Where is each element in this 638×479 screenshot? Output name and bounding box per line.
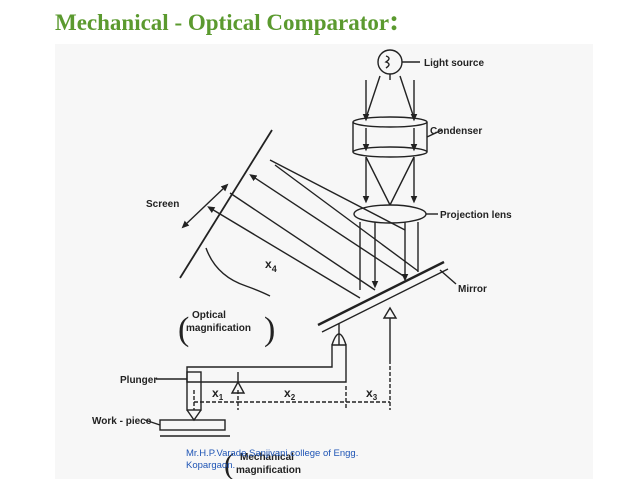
diagram-panel <box>55 44 593 479</box>
label-light-source: Light source <box>424 58 484 69</box>
label-condenser: Condenser <box>430 126 482 137</box>
label-projection-lens: Projection lens <box>440 210 512 221</box>
label-screen: Screen <box>146 199 179 210</box>
work-piece <box>159 419 230 437</box>
label-x2: x2 <box>284 386 296 402</box>
label-optical-magnification: magnification <box>186 323 251 334</box>
footer-credit: Mr.H.P.Varade,Sanjivani college of Engg.… <box>186 448 401 472</box>
footer-line-2: Kopargaon. <box>186 460 236 471</box>
label-optical: Optical <box>192 310 226 321</box>
title-colon: : <box>389 4 400 37</box>
reflected-rays <box>207 159 419 299</box>
title-text: Mechanical - Optical Comparator <box>55 10 390 35</box>
optical-paren-right: ) <box>264 311 275 348</box>
light-rays-middle <box>362 156 418 206</box>
label-x3: x3 <box>366 386 378 402</box>
label-x1: x1 <box>212 386 224 402</box>
screen <box>179 129 273 279</box>
label-mirror: Mirror <box>458 284 487 295</box>
light-rays-lower <box>359 222 419 290</box>
optical-paren-left: ( <box>178 311 189 348</box>
light-source-lamp <box>377 49 403 80</box>
footer-line-1: Mr.H.P.Varade,Sanjivani college of Engg. <box>186 448 359 459</box>
pivot-markers <box>230 306 398 394</box>
mirror <box>317 260 449 333</box>
condenser-lenses <box>352 116 428 158</box>
label-x4: x4 <box>265 257 277 274</box>
slide-title: Mechanical - Optical Comparator: <box>55 4 399 38</box>
projection-lens <box>353 204 427 224</box>
dimension-lines <box>193 360 391 410</box>
label-mechanical-magnification: magnification <box>236 465 301 476</box>
label-work-piece: Work - piece <box>92 416 152 427</box>
mechanical-paren-left: ( <box>224 448 234 479</box>
light-rays-upper <box>362 75 418 122</box>
label-mechanical: Mechanical <box>240 452 294 463</box>
label-leaders <box>144 61 457 426</box>
optical-magnification-bracket <box>205 247 271 297</box>
label-plunger: Plunger <box>120 375 157 386</box>
